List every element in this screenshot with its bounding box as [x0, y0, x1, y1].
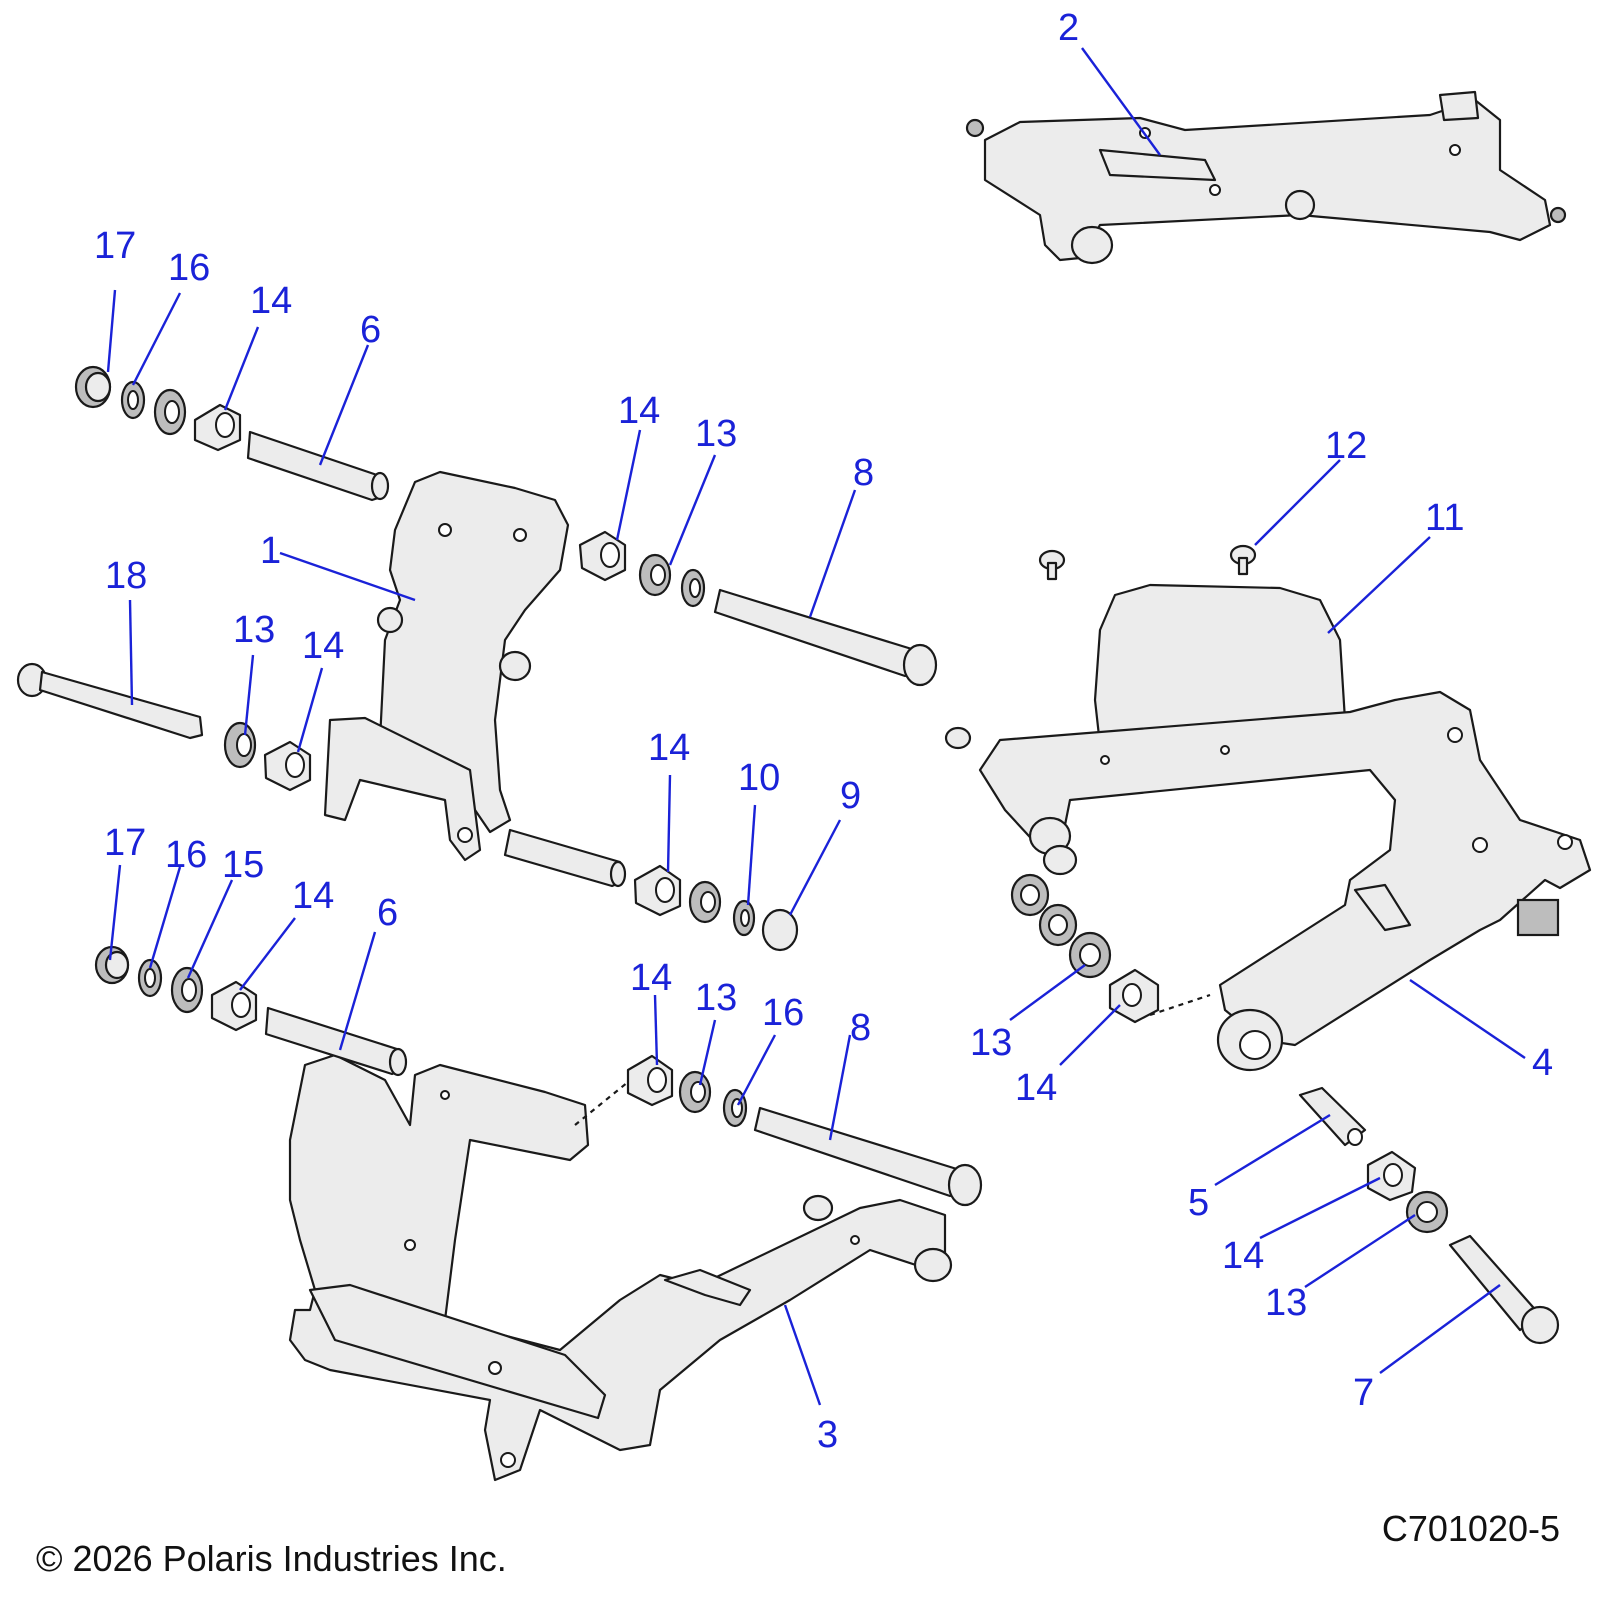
callout-labels: 2 17 16 14 6 14 13 8 12 11 1 18 13 14 14…	[94, 7, 1553, 1456]
callout-11: 11	[1425, 497, 1464, 539]
callout-6: 6	[360, 309, 381, 351]
callout-16: 16	[165, 834, 207, 876]
callout-16: 16	[762, 992, 804, 1034]
callout-5: 5	[1188, 1182, 1209, 1224]
callout-13: 13	[695, 413, 737, 455]
callout-13: 13	[1265, 1282, 1307, 1324]
callout-14: 14	[618, 390, 660, 432]
callout-2: 2	[1058, 7, 1079, 49]
callout-14: 14	[630, 957, 672, 999]
callout-10: 10	[738, 757, 780, 799]
callout-8: 8	[853, 452, 874, 494]
part-11-skid-plate	[1093, 583, 1347, 747]
callout-17: 17	[94, 225, 136, 267]
callout-13: 13	[970, 1022, 1012, 1064]
callout-9: 9	[840, 775, 861, 817]
hardware-stack-upper-right	[578, 530, 938, 687]
callout-12: 12	[1325, 425, 1367, 467]
callout-14: 14	[648, 727, 690, 769]
callout-8: 8	[850, 1007, 871, 1049]
callout-13: 13	[233, 609, 275, 651]
part-3-lower-frame	[288, 1053, 953, 1482]
hardware-stack-middle	[503, 828, 799, 952]
callout-3: 3	[817, 1414, 838, 1456]
hardware-stack-lower-left	[94, 945, 408, 1077]
callout-14: 14	[250, 280, 292, 322]
hardware-stack-right	[1010, 873, 1560, 1345]
part-4-frame-assembly	[944, 690, 1592, 1072]
callout-17: 17	[104, 822, 146, 864]
figure-id: C701020-5	[1381, 1508, 1560, 1549]
callout-16: 16	[168, 247, 210, 289]
callout-6: 6	[377, 892, 398, 934]
callout-7: 7	[1353, 1372, 1374, 1414]
callout-14: 14	[292, 875, 334, 917]
callout-1: 1	[260, 530, 281, 572]
part-12-push-rivets	[1038, 544, 1257, 581]
hardware-stack-lower-middle	[574, 1054, 983, 1207]
hardware-stack-upper-left	[74, 365, 390, 502]
callout-18: 18	[105, 555, 147, 597]
copyright-notice: © 2026 Polaris Industries Inc.	[36, 1538, 507, 1579]
part-2-upper-control-arm	[965, 90, 1567, 265]
callout-4: 4	[1532, 1042, 1553, 1084]
callout-13: 13	[695, 977, 737, 1019]
part-1-mount-bracket	[323, 470, 570, 862]
callout-14: 14	[302, 625, 344, 667]
callout-14: 14	[1222, 1235, 1264, 1277]
callout-leaders	[106, 47, 1526, 1406]
hardware-bolt-18-stack	[16, 662, 312, 792]
callout-15: 15	[222, 844, 264, 886]
callout-14: 14	[1015, 1067, 1057, 1109]
